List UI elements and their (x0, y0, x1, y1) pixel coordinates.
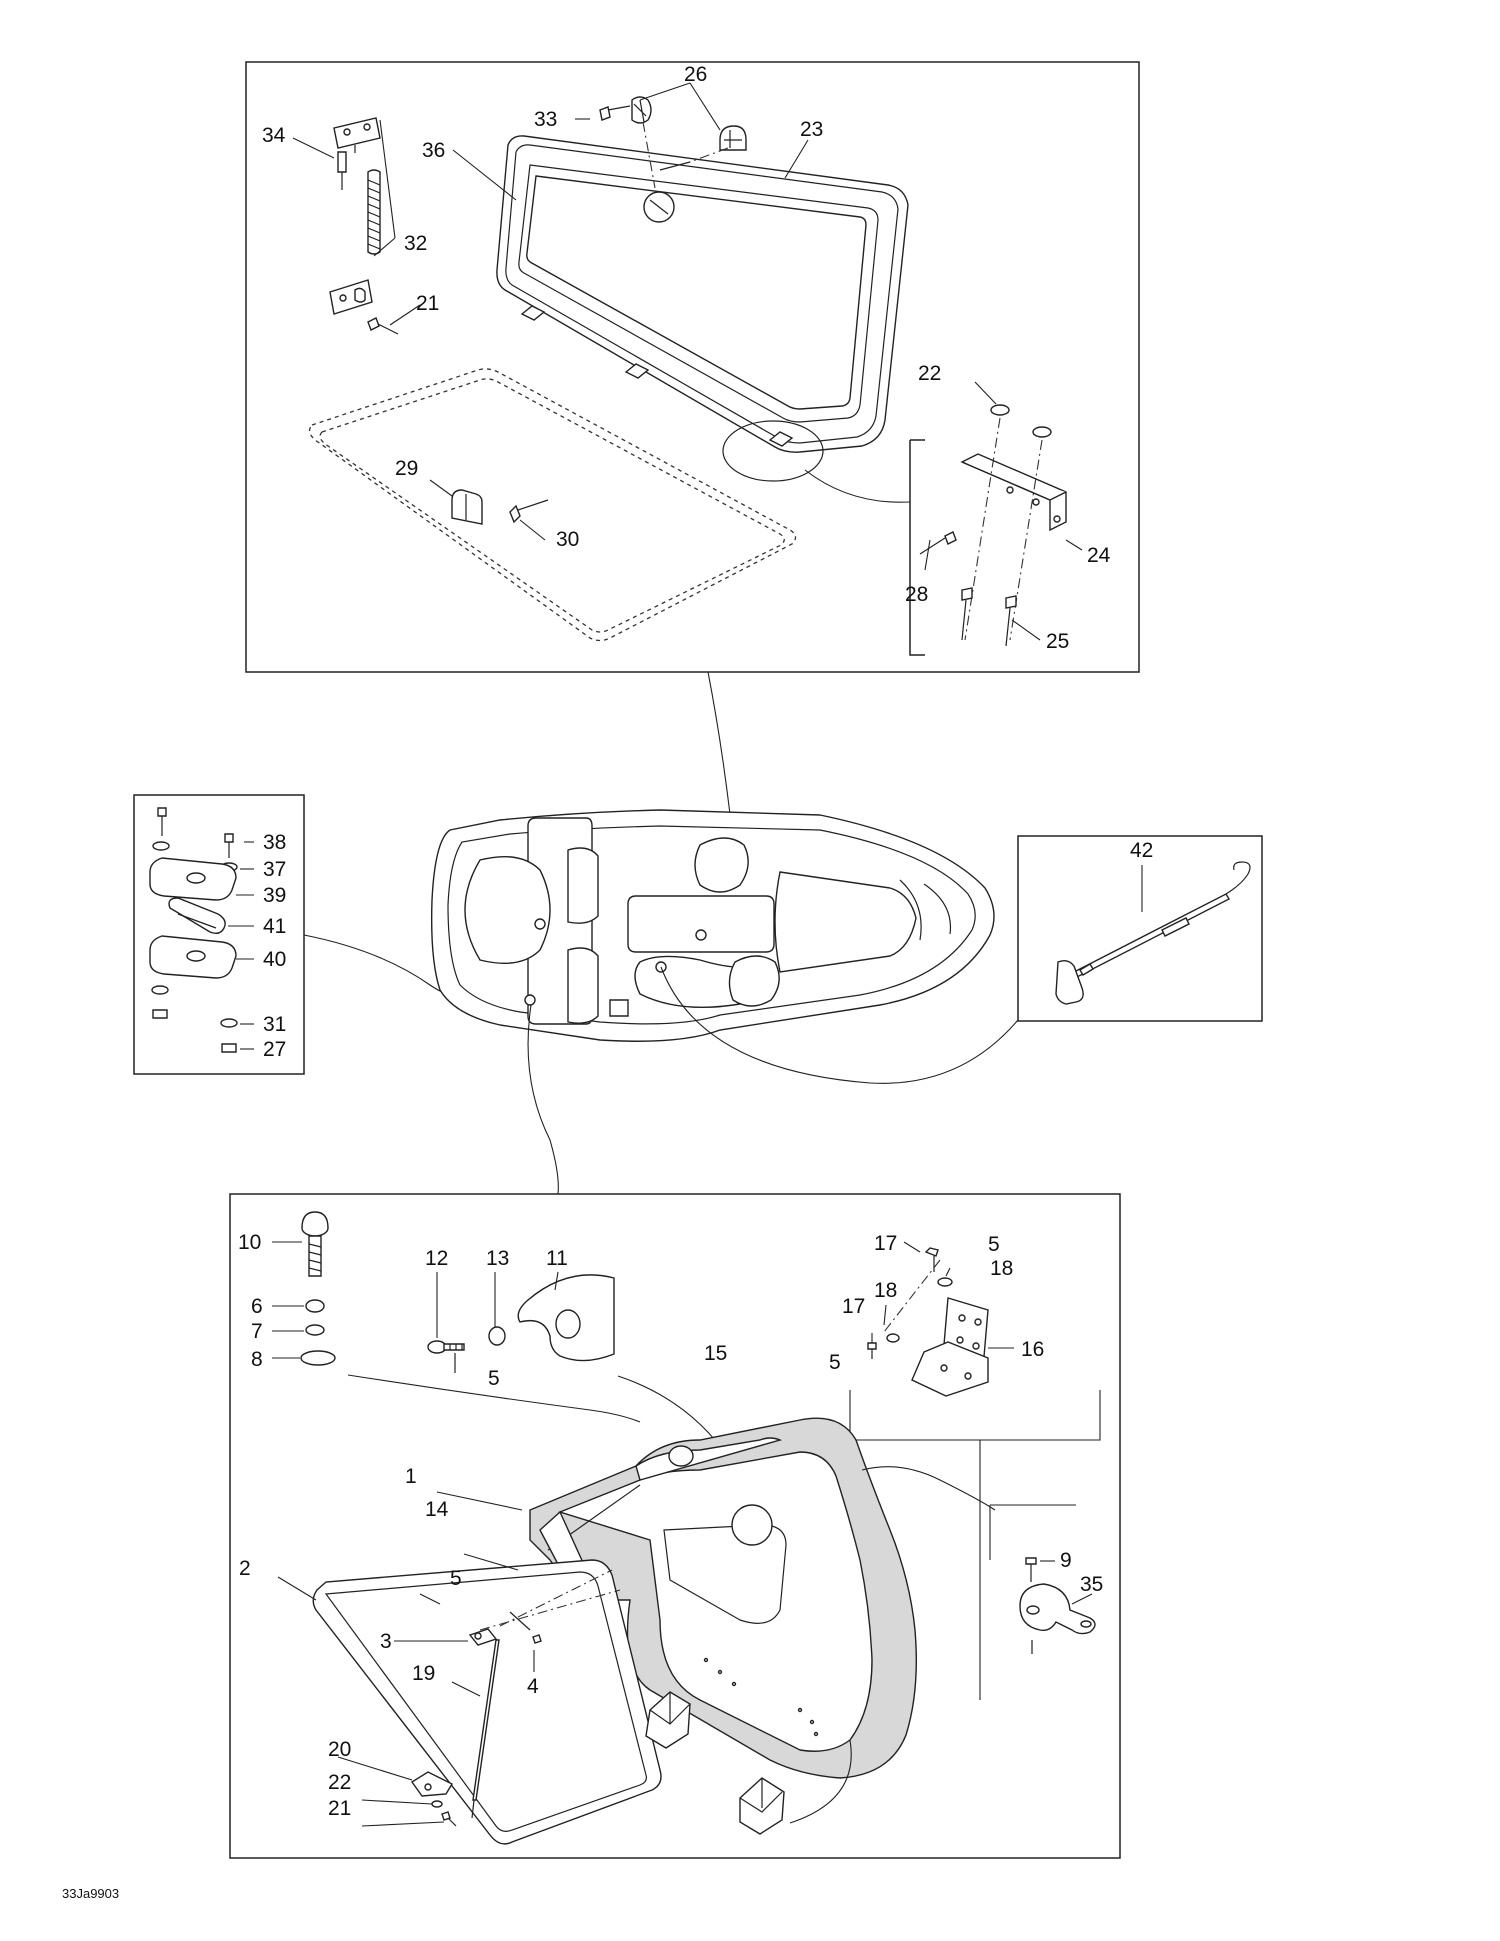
bottom-detail-panel (229, 1004, 1121, 1859)
callout-bottom-7: 7 (251, 1320, 263, 1343)
left-panel-frame (133, 794, 305, 1075)
callout-left-27: 27 (263, 1038, 286, 1061)
top-detail-panel (245, 61, 1140, 956)
callout-bottom-21: 21 (328, 1797, 351, 1820)
callout-bottom-15: 15 (704, 1342, 727, 1365)
callout-bottom-1: 1 (405, 1465, 417, 1488)
callout-top-22: 22 (918, 362, 941, 385)
callout-bottom-14: 14 (425, 1498, 449, 1521)
callout-top-32: 32 (404, 232, 427, 255)
callout-bottom-18b: 18 (874, 1279, 897, 1302)
callout-bottom-2: 2 (239, 1557, 251, 1580)
callout-bottom-3: 3 (380, 1630, 392, 1653)
hinge-assembly (867, 1241, 1014, 1397)
callout-bottom-5d: 5 (450, 1567, 462, 1590)
callout-top-26: 26 (684, 63, 707, 86)
callout-top-34: 34 (262, 124, 286, 147)
callout-bottom-18a: 18 (990, 1257, 1013, 1280)
callout-bottom-22: 22 (328, 1771, 351, 1794)
bracket-lines (849, 1390, 1101, 1700)
callout-left-41: 41 (263, 915, 286, 938)
callout-bottom-12: 12 (425, 1247, 448, 1270)
callout-left-31: 31 (263, 1013, 286, 1036)
callout-bottom-8: 8 (251, 1348, 263, 1371)
callout-bottom-17a: 17 (874, 1232, 897, 1255)
callout-bottom-11: 11 (546, 1247, 568, 1270)
corner-brackets (645, 1691, 785, 1835)
callout-left-37: 37 (263, 858, 286, 881)
callout-top-29: 29 (395, 457, 418, 480)
clamp-assembly (1019, 1557, 1096, 1654)
top-panel-frame (245, 61, 1140, 673)
callout-bottom-4: 4 (527, 1675, 539, 1698)
callout-left-38: 38 (263, 831, 286, 854)
callout-bottom-16: 16 (1021, 1338, 1044, 1361)
callout-bottom-9: 9 (1060, 1549, 1072, 1572)
screw-washer-block (347, 1271, 731, 1461)
right-detail-panel (1017, 835, 1263, 1022)
connector-hull-rod (660, 966, 1019, 1084)
callout-top-36: 36 (422, 139, 445, 162)
callout-bottom-5b: 5 (988, 1233, 1000, 1256)
connector-hull-bin (527, 1004, 559, 1195)
right-panel-frame (1017, 835, 1263, 1022)
callout-bottom-19: 19 (412, 1662, 435, 1685)
callout-bottom-6: 6 (251, 1295, 263, 1318)
strut-assembly (277, 1491, 621, 1827)
callout-left-39: 39 (263, 884, 286, 907)
diagram-code: 33Ja9903 (62, 1886, 119, 1901)
callout-bottom-5c: 5 (829, 1351, 841, 1374)
left-detail-panel (133, 794, 536, 1075)
callout-top-21: 21 (416, 292, 439, 315)
callout-right-42: 42 (1130, 839, 1153, 862)
bolt-stack (272, 1211, 336, 1366)
hull-top-view (430, 809, 1019, 1084)
callout-bottom-17b: 17 (842, 1295, 865, 1318)
callout-bottom-5a: 5 (488, 1367, 500, 1390)
clip-and-rivet (451, 489, 549, 525)
callout-top-30: 30 (556, 528, 579, 551)
callout-top-28: 28 (905, 583, 928, 606)
callout-bottom-35: 35 (1080, 1573, 1103, 1596)
spring-assembly (329, 117, 399, 335)
detail-circle (722, 420, 824, 482)
callout-top-25: 25 (1046, 630, 1069, 653)
top-leaders (292, 82, 1083, 641)
callout-top-23: 23 (800, 118, 823, 141)
callout-bottom-10: 10 (238, 1231, 261, 1254)
callout-top-24: 24 (1087, 544, 1111, 567)
callout-labels: 26 33 23 34 36 32 21 22 29 30 24 28 25 3… (62, 63, 1153, 1901)
latch-parts (599, 96, 747, 189)
callout-left-40: 40 (263, 948, 286, 971)
bottom-panel-frame (229, 1193, 1121, 1859)
bracket-inset (909, 404, 1067, 656)
callout-bottom-20: 20 (328, 1738, 351, 1761)
storage-opening-outline (308, 368, 797, 642)
storage-cover (496, 135, 909, 453)
storage-bin (529, 1417, 996, 1824)
callout-top-33: 33 (534, 108, 557, 131)
callout-bottom-13: 13 (486, 1247, 509, 1270)
